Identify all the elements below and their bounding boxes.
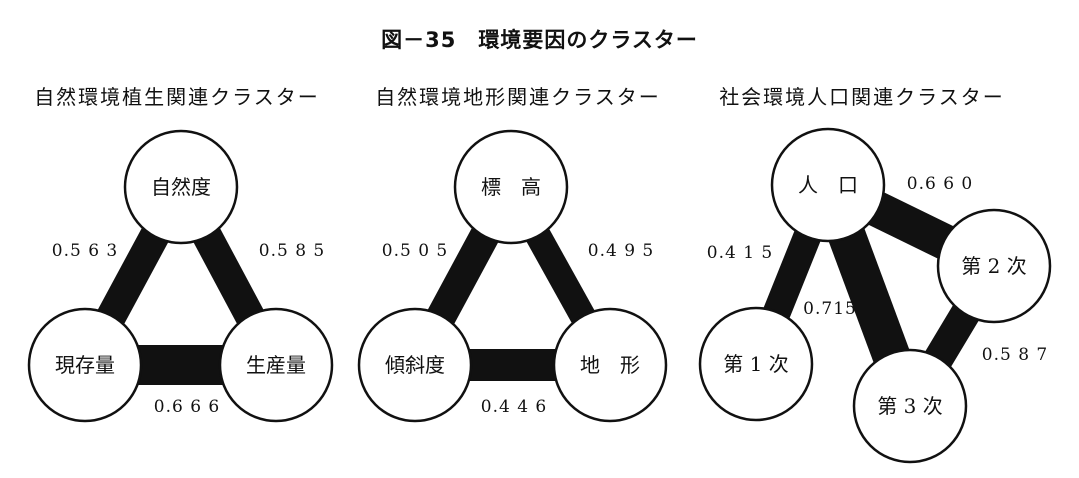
- edge-value-dainiji-daisanji: 0.5 8 7: [982, 345, 1048, 365]
- cluster-title-vegetation: 自然環境植生関連クラスター: [34, 85, 320, 109]
- cluster-topography: 自然環境地形関連クラスター 標 高 傾斜度 地 形 0.5 0 5 0.4 9 …: [357, 85, 668, 423]
- node-label: 人 口: [798, 173, 858, 197]
- edge-value-hyoko-chikei: 0.4 9 5: [588, 241, 654, 261]
- node-shizendo: 自然度: [123, 129, 239, 245]
- node-seisanryo: 生産量: [218, 307, 334, 423]
- figure-title: 図－35 環境要因のクラスター: [381, 28, 698, 52]
- node-label: 現存量: [55, 353, 115, 377]
- edge-value-jinko-dainiji: 0.6 6 0: [907, 174, 973, 194]
- node-keishado: 傾斜度: [357, 307, 473, 423]
- cluster-vegetation: 自然環境植生関連クラスター 自然度 現存量 生産量 0.5 6 3 0.5 8 …: [27, 85, 334, 423]
- node-genzonryo: 現存量: [27, 307, 143, 423]
- edge-value-hyoko-keishado: 0.5 0 5: [382, 241, 448, 261]
- node-chikei: 地 形: [552, 307, 668, 423]
- edge-value-keishado-chikei: 0.4 4 6: [481, 397, 547, 417]
- node-hyoko: 標 高: [453, 129, 569, 245]
- edge-value-jinko-daisanji: 0.715: [803, 299, 857, 319]
- cluster-title-topography: 自然環境地形関連クラスター: [375, 85, 661, 109]
- node-label: 第 1 次: [723, 352, 788, 376]
- edge-value-genzonryo-seisanryo: 0.6 6 6: [154, 397, 220, 417]
- node-daisanji: 第 3 次: [852, 348, 968, 464]
- node-label: 第 3 次: [877, 394, 942, 418]
- node-label: 傾斜度: [385, 353, 445, 377]
- cluster-population: 社会環境人口関連クラスター 人 口 第 2 次 第 1 次 第 3 次 0.6: [698, 85, 1052, 464]
- cluster-title-population: 社会環境人口関連クラスター: [719, 85, 1005, 109]
- node-label: 地 形: [580, 353, 640, 377]
- edge-value-shizendo-seisanryo: 0.5 8 5: [259, 241, 325, 261]
- edge-value-jinko-daiichiji: 0.4 1 5: [707, 243, 773, 263]
- node-label: 生産量: [246, 353, 306, 377]
- node-label: 自然度: [151, 175, 211, 199]
- node-daiichiji: 第 1 次: [698, 306, 814, 422]
- node-label: 標 高: [481, 175, 541, 199]
- node-dainiji: 第 2 次: [936, 208, 1052, 324]
- node-jinko: 人 口: [770, 127, 886, 243]
- edge-value-shizendo-genzonryo: 0.5 6 3: [52, 241, 118, 261]
- node-label: 第 2 次: [961, 254, 1026, 278]
